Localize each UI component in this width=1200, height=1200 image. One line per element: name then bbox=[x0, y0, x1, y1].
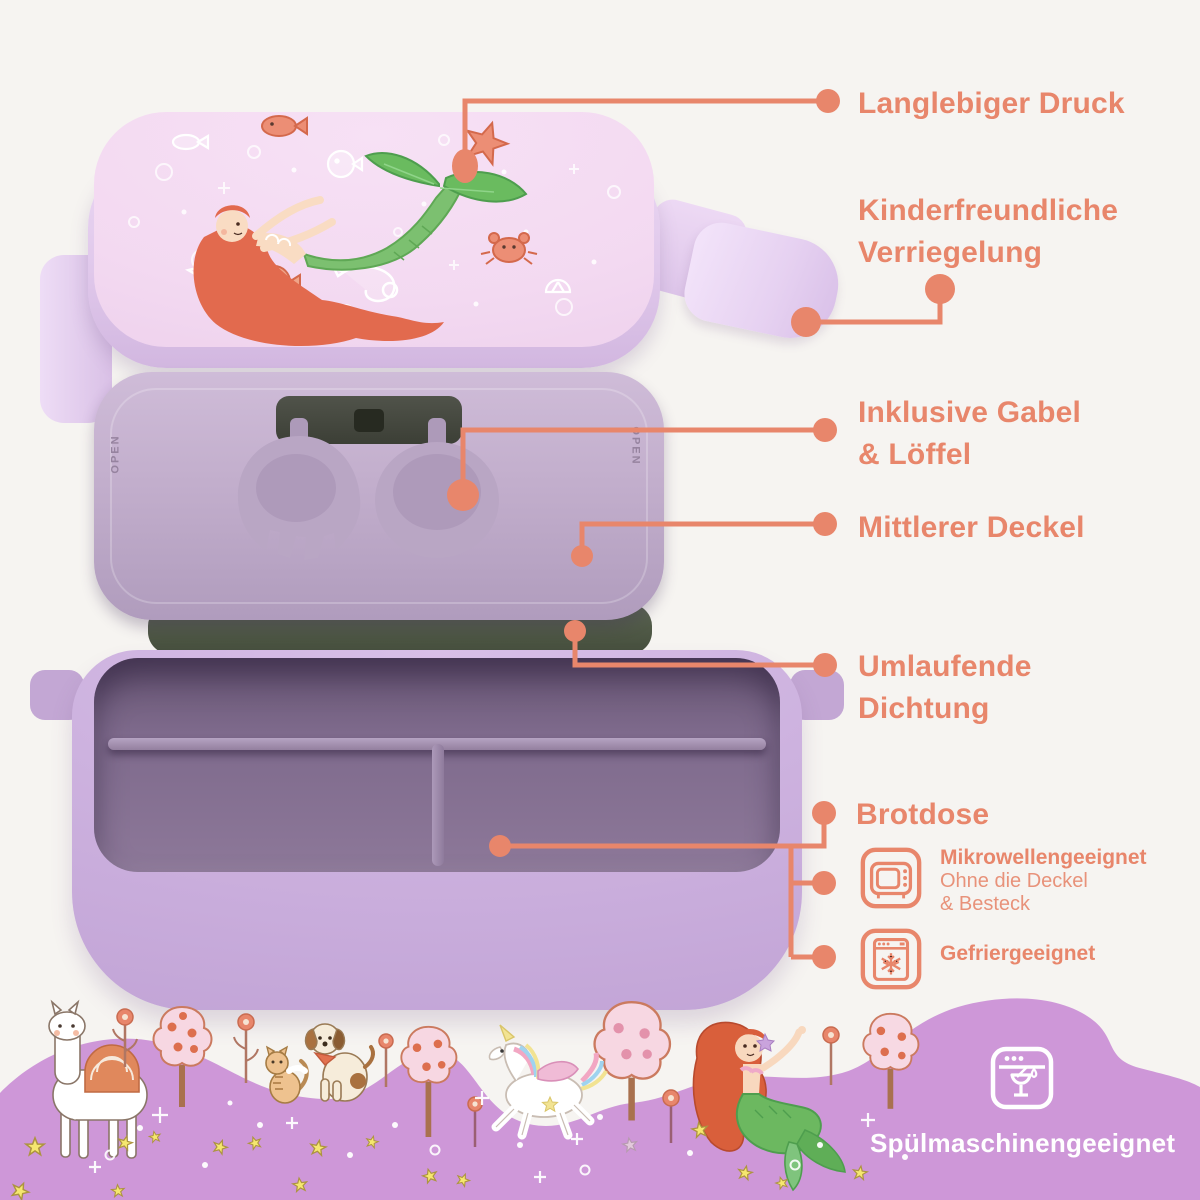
star-decorations bbox=[10, 1120, 870, 1200]
compartment-divider bbox=[432, 744, 444, 866]
dishwasher-safe-badge: Spülmaschinengeeignet bbox=[870, 1128, 1176, 1158]
callout-label-line: Dichtung bbox=[858, 692, 990, 725]
callout-lunchbox: Brotdose bbox=[856, 794, 989, 836]
callout-label-line: Umlaufende bbox=[858, 650, 1032, 683]
sparkle-decorations bbox=[89, 1091, 875, 1183]
mermaid-print-art bbox=[128, 115, 621, 347]
callout-label: Brotdose bbox=[856, 798, 990, 831]
callout-label-line: & Löffel bbox=[858, 438, 972, 471]
llama-illustration bbox=[48, 999, 148, 1159]
dot-decorations bbox=[72, 1100, 908, 1168]
callout-child-lock: Kinderfreundliche Verriegelung bbox=[858, 190, 1118, 274]
callout-durable-print: Langlebiger Druck bbox=[858, 83, 1125, 125]
callout-cutlery: Inklusive Gabel & Löffel bbox=[858, 392, 1081, 476]
feature-freezer: Gefriergeeignet bbox=[940, 942, 1095, 966]
feature-subtitle-line: & Besteck bbox=[940, 893, 1031, 915]
callout-middle-lid: Mittlerer Deckel bbox=[858, 507, 1085, 549]
unicorn-illustration bbox=[488, 1024, 608, 1140]
seahorse-illustration bbox=[331, 265, 399, 303]
shell-illustration bbox=[544, 278, 572, 294]
starfish-illustration bbox=[465, 120, 511, 167]
callout-label-line: Verriegelung bbox=[858, 236, 1043, 269]
callout-label-line: Inklusive Gabel bbox=[858, 396, 1082, 429]
fish-illustration bbox=[171, 133, 210, 151]
fork-and-spoon bbox=[237, 418, 499, 560]
open-engraving: OPEN bbox=[629, 426, 642, 466]
callout-seal: Umlaufende Dichtung bbox=[858, 646, 1032, 730]
callout-label: Mittlerer Deckel bbox=[858, 511, 1085, 544]
callout-label-line: Kinderfreundliche bbox=[858, 194, 1119, 227]
open-engraving: OPEN bbox=[109, 434, 122, 474]
cat-illustration bbox=[265, 1045, 309, 1104]
dishwasher-icon bbox=[990, 1046, 1054, 1110]
child-lock-latch bbox=[679, 217, 847, 347]
dog-illustration bbox=[304, 1023, 375, 1102]
feature-subtitle-line: Ohne die Deckel bbox=[940, 870, 1088, 892]
lunchbox-compartments bbox=[94, 658, 780, 872]
mermaid-illustration bbox=[193, 152, 528, 347]
star-decoration-pink bbox=[620, 1136, 639, 1154]
top-lid-printed-surface bbox=[94, 112, 654, 347]
fish-illustration bbox=[261, 115, 308, 137]
decorative-footer-band bbox=[0, 998, 1200, 1200]
feature-title: Mikrowellengeeignet bbox=[940, 846, 1147, 869]
crab-illustration bbox=[480, 232, 538, 265]
ring-decorations bbox=[104, 1144, 801, 1176]
feature-microwave: Mikrowellengeeignet Ohne die Deckel & Be… bbox=[940, 846, 1147, 916]
microwave-icon bbox=[860, 847, 922, 909]
feature-title: Gefriergeeignet bbox=[940, 942, 1096, 965]
freezer-icon bbox=[860, 928, 922, 990]
apple-tree-illustration bbox=[152, 1001, 920, 1138]
callout-label: Langlebiger Druck bbox=[858, 87, 1125, 120]
mermaid-footer-illustration bbox=[692, 1021, 846, 1192]
flower-illustration bbox=[112, 1008, 840, 1147]
puffer-fish-illustration bbox=[326, 149, 364, 179]
